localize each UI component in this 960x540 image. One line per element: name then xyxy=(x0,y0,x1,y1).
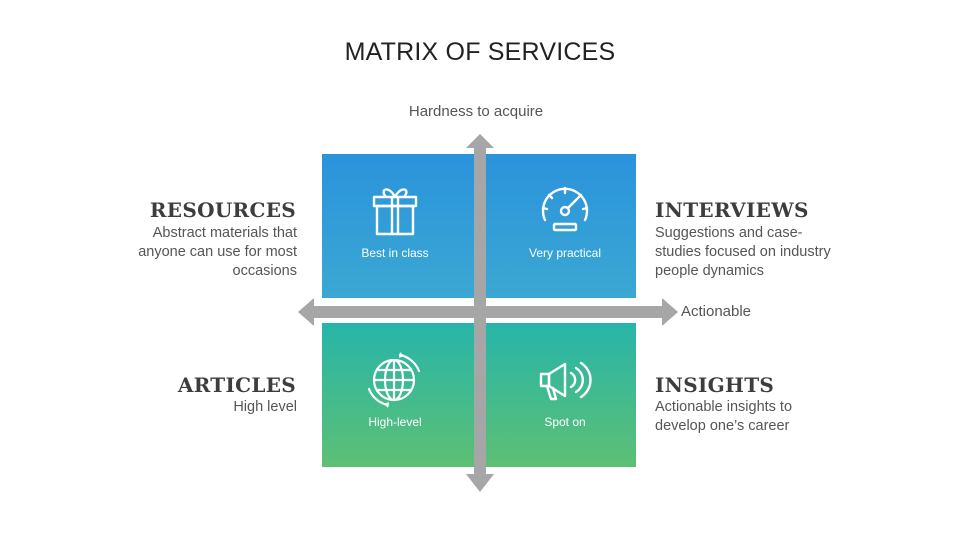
resources-desc-line: anyone can use for most xyxy=(138,244,297,260)
insights-title: INSIGHTS xyxy=(655,373,775,397)
horizontal-axis-line xyxy=(312,306,664,318)
interviews-desc-line: studies focused on industry xyxy=(655,244,831,260)
up-arrowhead xyxy=(466,134,494,148)
quadrant-caption: Spot on xyxy=(544,415,586,429)
quadrant-top-right: Very practical xyxy=(492,154,638,298)
interviews-title: INTERVIEWS xyxy=(655,198,809,222)
interviews-desc-line: Suggestions and case- xyxy=(655,225,803,241)
quadrant-bottom-right: Spot on xyxy=(492,323,638,467)
articles-description: High level xyxy=(233,398,297,417)
quadrant-caption: High-level xyxy=(368,415,422,429)
articles-title: ARTICLES xyxy=(177,373,296,397)
resources-desc-line: Abstract materials that xyxy=(152,225,297,241)
interviews-desc-line: people dynamics xyxy=(655,263,764,279)
vertical-axis-label: Hardness to acquire xyxy=(408,103,544,120)
globe-icon xyxy=(367,352,421,408)
horizontal-axis-label: Actionable xyxy=(680,303,752,320)
left-arrowhead xyxy=(298,298,314,326)
insights-desc-line: develop one’s career xyxy=(655,418,790,434)
quadrant-top-left: Best in class xyxy=(322,154,468,298)
resources-desc-line: occasions xyxy=(232,263,297,279)
insights-description: Actionable insights to develop one’s car… xyxy=(655,398,792,436)
page-title: MATRIX OF SERVICES xyxy=(344,38,616,66)
quadrant-caption: Very practical xyxy=(528,246,602,260)
resources-description: Abstract materials that anyone can use f… xyxy=(138,224,297,281)
resources-title: RESOURCES xyxy=(149,198,296,222)
gift-icon xyxy=(372,188,418,236)
right-arrowhead xyxy=(662,298,678,326)
down-arrowhead xyxy=(466,474,494,492)
speedometer-icon xyxy=(541,186,589,232)
megaphone-icon xyxy=(539,361,592,401)
articles-desc-line: High level xyxy=(233,399,297,415)
quadrant-bottom-left: High-level xyxy=(322,323,468,467)
quadrant-caption: Best in class xyxy=(361,246,429,260)
insights-desc-line: Actionable insights to xyxy=(655,399,793,415)
interviews-description: Suggestions and case- studies focused on… xyxy=(655,224,831,281)
